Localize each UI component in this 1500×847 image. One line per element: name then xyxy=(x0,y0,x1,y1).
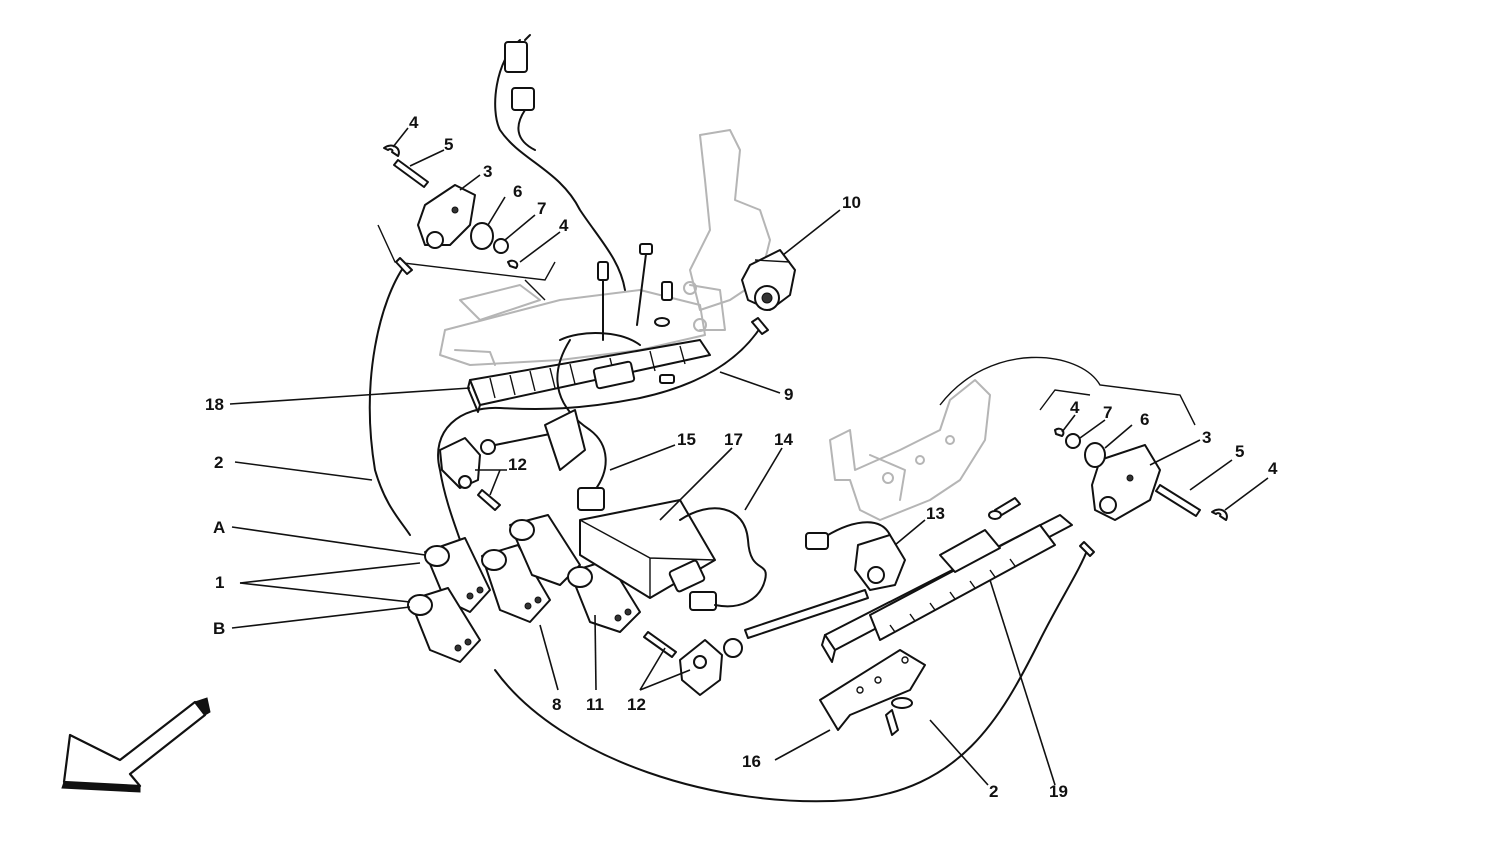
pin-5-left xyxy=(393,159,429,188)
clip-4-left-mid xyxy=(507,259,519,269)
callout-6-left: 6 xyxy=(513,182,522,201)
gearbox-12-left xyxy=(439,431,561,489)
clip-4-right-end xyxy=(1211,508,1228,521)
callout-4-right-end: 4 xyxy=(1268,459,1278,478)
gear-motor-10 xyxy=(741,249,796,311)
pin-12-right xyxy=(643,631,677,658)
cable-end-9 xyxy=(751,317,769,335)
callout-12-left: 12 xyxy=(508,455,527,474)
callout-1: 1 xyxy=(215,573,224,592)
callout-12-right: 12 xyxy=(627,695,646,714)
seat-frame-ghost-lower xyxy=(829,379,991,521)
callout-labels: 4 5 3 6 7 4 10 9 18 2 12 15 17 14 A 1 B … xyxy=(205,113,1278,801)
callout-15: 15 xyxy=(677,430,696,449)
callout-19: 19 xyxy=(1049,782,1068,801)
motor-8 xyxy=(481,544,551,623)
callout-2-lower: 2 xyxy=(989,782,998,801)
callout-3-left: 3 xyxy=(483,162,492,181)
flex-cable-2-upper xyxy=(368,264,411,536)
callout-13: 13 xyxy=(926,504,945,523)
leader-lines xyxy=(229,127,1269,786)
callout-10: 10 xyxy=(842,193,861,212)
bracket-16 xyxy=(819,649,926,731)
group-bracket-left xyxy=(377,224,556,281)
callout-4-left-top: 4 xyxy=(409,113,419,132)
motor-11 xyxy=(567,559,641,633)
bushing-6-right xyxy=(1084,442,1106,468)
gear-7-right xyxy=(1065,433,1081,449)
motor-1-B xyxy=(407,587,481,663)
group-bracket-left-tick xyxy=(524,279,546,301)
flex-cable-2-lower xyxy=(494,547,1089,803)
gearbox-3-left xyxy=(417,184,476,249)
flex-cable-9 xyxy=(437,324,763,541)
gearbox-12-right xyxy=(679,638,743,696)
callout-5-right: 5 xyxy=(1235,442,1244,461)
callout-4-right-left: 4 xyxy=(1070,398,1080,417)
callout-18: 18 xyxy=(205,395,224,414)
callout-8: 8 xyxy=(552,695,561,714)
cable-end-2-lower xyxy=(1079,541,1095,557)
gearbox-3-right xyxy=(1091,444,1161,521)
callout-17: 17 xyxy=(724,430,743,449)
bracket-screw-16 xyxy=(885,697,913,736)
callout-5-left: 5 xyxy=(444,135,453,154)
seat-rail-19 xyxy=(821,514,1073,663)
callout-2-upper: 2 xyxy=(214,453,223,472)
sensor-13 xyxy=(805,521,906,591)
callout-7-right: 7 xyxy=(1103,403,1112,422)
pin-12-left xyxy=(477,489,501,511)
connector-top xyxy=(504,41,528,73)
callout-A: A xyxy=(213,518,225,537)
rail-connector xyxy=(592,360,636,390)
harness-14 xyxy=(679,507,767,608)
callout-11: 11 xyxy=(586,695,604,714)
callout-B: B xyxy=(213,619,225,638)
callout-14: 14 xyxy=(774,430,793,449)
connector-mid xyxy=(511,87,535,111)
callout-6-right: 6 xyxy=(1140,410,1149,429)
callout-3-right: 3 xyxy=(1202,428,1211,447)
callout-16: 16 xyxy=(742,752,761,771)
direction-arrow-icon xyxy=(61,697,211,793)
bushing-6-left xyxy=(470,222,494,250)
callout-4-left-mid: 4 xyxy=(559,216,569,235)
harness-upper xyxy=(494,34,626,291)
callout-7-left: 7 xyxy=(537,199,546,218)
clip-4-left-top xyxy=(383,144,400,157)
rail-screws xyxy=(597,243,675,384)
group-bracket-right xyxy=(939,356,1196,426)
cable-end-2-upper xyxy=(395,257,413,275)
clip-4-right-left xyxy=(1054,427,1065,437)
slide-rail-18 xyxy=(467,332,711,413)
pin-5-right xyxy=(1155,484,1201,517)
harness-15 xyxy=(544,339,607,511)
rail-washer-right xyxy=(988,510,1002,520)
drive-rod xyxy=(744,589,869,639)
control-unit-17 xyxy=(579,499,717,611)
callout-9: 9 xyxy=(784,385,793,404)
group-bracket-right-inner xyxy=(1039,389,1091,411)
gear-7-left xyxy=(493,238,509,254)
